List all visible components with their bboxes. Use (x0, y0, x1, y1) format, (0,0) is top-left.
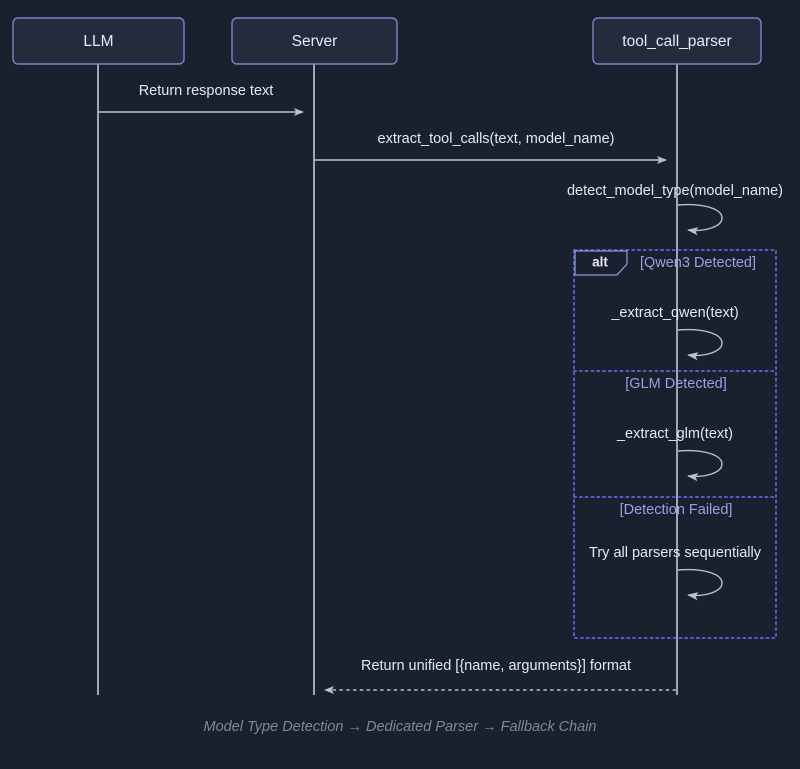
diagram-caption: Model Type Detection → Dedicated Parser … (203, 719, 596, 735)
message-extract-glm-selfloop (677, 449, 723, 482)
message-extract-qwen-label: _extract_qwen(text) (610, 305, 738, 321)
message-extract-qwen-selfloop (677, 328, 723, 361)
alt-branch-qwen: [Qwen3 Detected] _extract_qwen(text) (610, 255, 756, 361)
message-detect-model-type[interactable]: detect_model_type(model_name) (567, 183, 783, 236)
actor-server-box[interactable] (231, 17, 398, 65)
message-try-all-parsers-selfloop (677, 568, 723, 601)
actor-tool-call-parser[interactable]: tool_call_parser (592, 17, 762, 65)
alt-branch-qwen-condition: [Qwen3 Detected] (640, 255, 756, 271)
lifelines-group (97, 64, 678, 695)
alt-keyword-label: alt (592, 255, 608, 270)
message-try-all-parsers-label: Try all parsers sequentially (589, 545, 762, 561)
alt-branch-fallback: [Detection Failed] Try all parsers seque… (589, 502, 762, 601)
actor-tool-call-parser-box[interactable] (592, 17, 762, 65)
message-return-response-text[interactable]: Return response text (99, 83, 304, 116)
alt-keyword-tab (574, 250, 628, 276)
actor-llm-box[interactable] (12, 17, 185, 65)
message-return-unified-format[interactable]: Return unified [{name, arguments}] forma… (324, 658, 676, 694)
alt-fragment: alt [Qwen3 Detected] _extract_qwen(text)… (573, 249, 777, 639)
actor-llm[interactable]: LLM (12, 17, 185, 65)
actor-server-label: Server (292, 33, 338, 50)
message-detect-model-type-selfloop (677, 203, 723, 236)
alt-branch-glm: [GLM Detected] _extract_glm(text) (616, 376, 733, 482)
message-detect-model-type-label: detect_model_type(model_name) (567, 183, 783, 199)
message-return-response-text-label: Return response text (139, 83, 274, 99)
message-extract-tool-calls-label: extract_tool_calls(text, model_name) (378, 131, 615, 147)
message-extract-tool-calls[interactable]: extract_tool_calls(text, model_name) (315, 131, 667, 164)
alt-branch-fallback-condition: [Detection Failed] (620, 502, 733, 518)
message-extract-glm-label: _extract_glm(text) (616, 426, 733, 442)
alt-branch-glm-condition: [GLM Detected] (625, 376, 727, 392)
message-return-unified-format-label: Return unified [{name, arguments}] forma… (361, 658, 631, 674)
actor-tool-call-parser-label: tool_call_parser (622, 33, 731, 50)
actor-server[interactable]: Server (231, 17, 398, 65)
alt-fragment-frame (573, 249, 777, 639)
actor-llm-label: LLM (83, 33, 113, 50)
